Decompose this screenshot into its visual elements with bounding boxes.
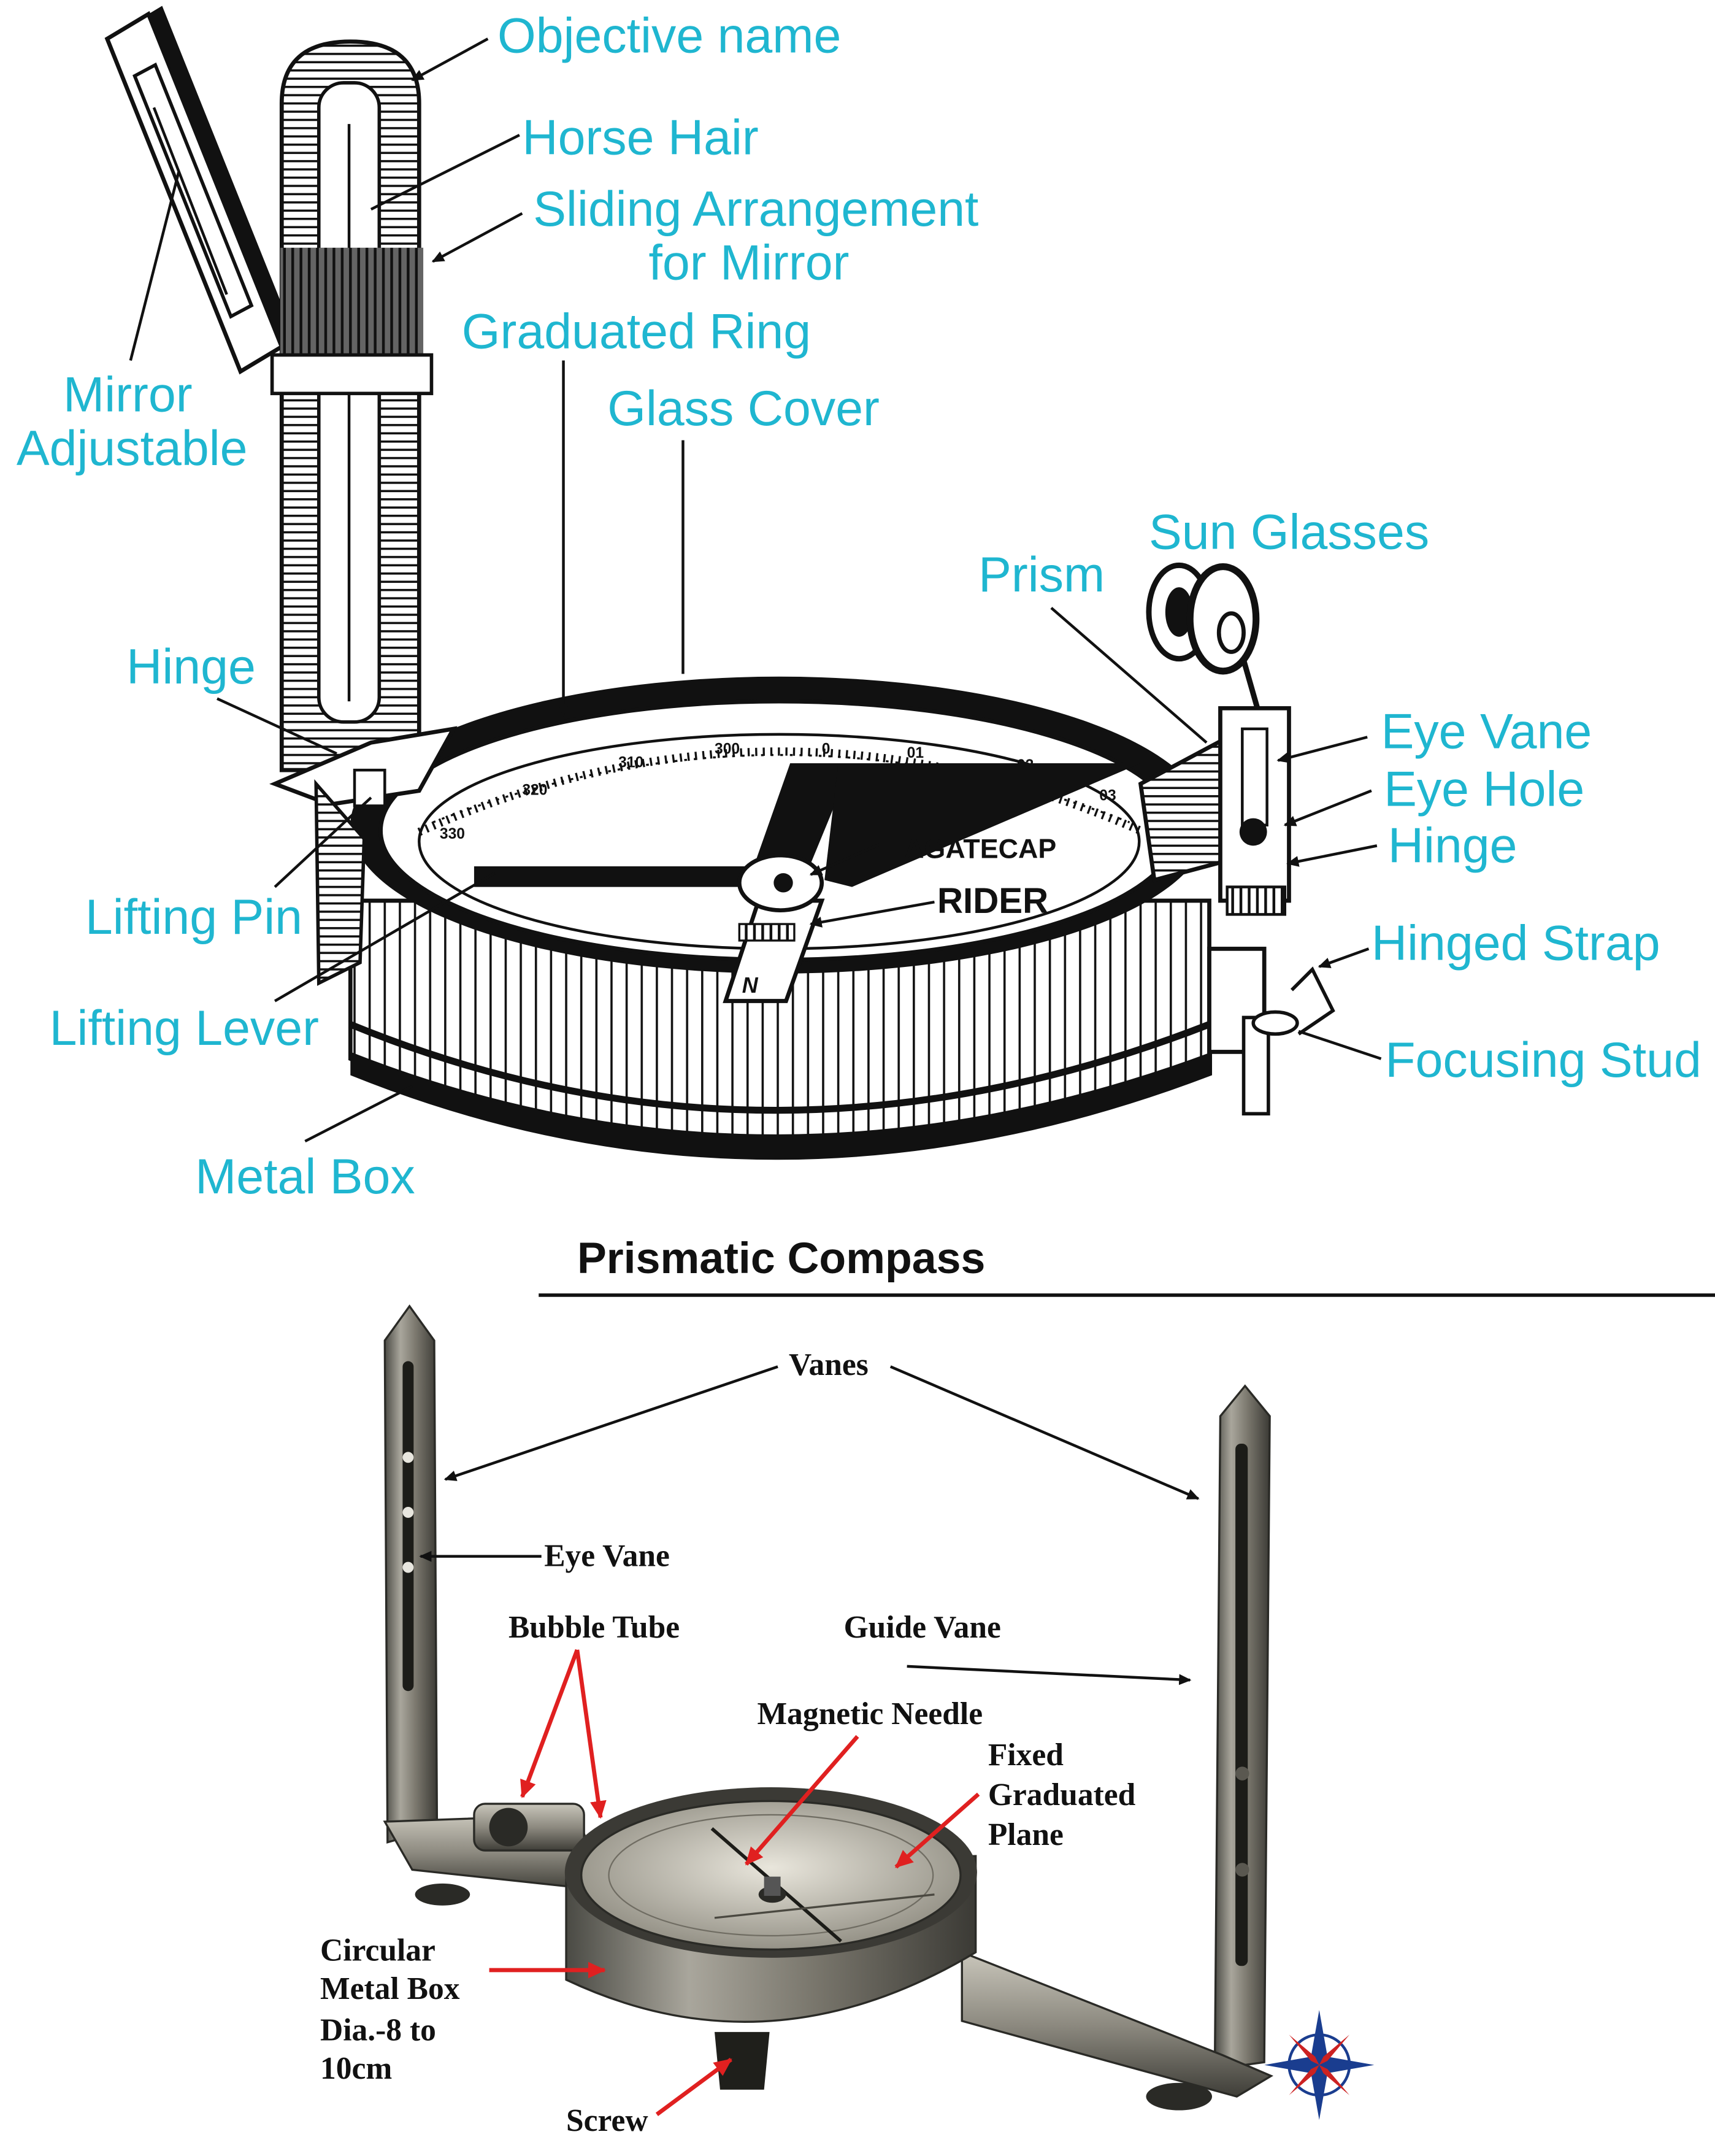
scale-mark: 320 (522, 782, 547, 798)
label-sliding-arrangement-line2: for Mirror (648, 235, 849, 290)
prism-eye-vane-assembly (1138, 706, 1335, 1116)
label-guide-vane: Guide Vane (844, 1610, 1001, 1645)
label-agatecap: AGATECAP (904, 834, 1056, 864)
ring-scale-marks: 0 01 02 03 300 310 320 330 (440, 741, 1116, 842)
label-circular-metal-box-line4: 10cm (320, 2051, 392, 2086)
label-glass-cover: Glass Cover (607, 381, 880, 436)
label-mirror-adjustable-line2: Adjustable (17, 421, 248, 476)
label-focusing-stud: Focusing Stud (1385, 1033, 1702, 1088)
label-sliding-arrangement-line1: Sliding Arrangement (533, 182, 978, 237)
label-mirror-adjustable-line1: Mirror (63, 367, 193, 422)
label-eye-vane: Eye Vane (544, 1538, 670, 1573)
label-vanes: Vanes (789, 1347, 869, 1382)
label-horse-hair: Horse Hair (522, 110, 758, 165)
top-leader-lines (129, 37, 1382, 1143)
prismatic-compass-diagram: 0 01 02 03 300 310 320 330 N (17, 6, 1702, 1283)
label-rider: RIDER (937, 881, 1048, 921)
label-hinge-right: Hinge (1388, 818, 1517, 873)
scale-mark: 330 (440, 826, 465, 842)
sun-glasses (1146, 562, 1260, 709)
label-prism: Prism (978, 547, 1105, 603)
scale-mark: 300 (715, 741, 740, 757)
compass-needle: N (474, 763, 1141, 1003)
bubble-tube (473, 1803, 585, 1852)
circular-metal-box (564, 1787, 977, 2090)
bottom-red-arrows (489, 1649, 980, 2116)
label-eye-vane: Eye Vane (1381, 704, 1592, 759)
bottom-labels: Vanes Eye Vane Bubble Tube Guide Vane Ma… (320, 1347, 1136, 2138)
surveyor-compass-photo: Vanes Eye Vane Bubble Tube Guide Vane Ma… (320, 1304, 1375, 2138)
label-fixed-graduated-plane-line3: Plane (988, 1817, 1064, 1852)
label-hinge-left: Hinge (126, 639, 256, 695)
scale-mark: 01 (907, 745, 924, 761)
label-lifting-pin: Lifting Pin (85, 890, 302, 945)
label-sun-glasses: Sun Glasses (1149, 504, 1429, 560)
bottom-black-arrows (419, 1365, 1200, 1685)
label-lifting-lever: Lifting Lever (50, 1001, 319, 1056)
label-circular-metal-box-line2: Metal Box (320, 1971, 460, 2006)
label-screw: Screw (566, 2103, 648, 2138)
label-circular-metal-box-line3: Dia.-8 to (320, 2012, 436, 2047)
scale-mark: 0 (822, 741, 831, 757)
diagram-caption: Prismatic Compass (577, 1234, 985, 1283)
left-hinge-assembly (269, 726, 458, 986)
scale-mark: 03 (1099, 787, 1116, 804)
label-fixed-graduated-plane-line1: Fixed (988, 1738, 1064, 1773)
top-labels: Objective name Horse Hair Sliding Arrang… (17, 9, 1702, 1205)
right-vane (1213, 1384, 1271, 2071)
compass-rose-icon (1264, 2009, 1375, 2120)
label-circular-metal-box-line1: Circular (320, 1933, 435, 1968)
objective-vane-column (270, 39, 434, 772)
label-fixed-graduated-plane-line2: Graduated (988, 1777, 1136, 1812)
label-objective-name: Objective name (497, 9, 841, 64)
needle-north-mark: N (742, 973, 759, 998)
left-vane (383, 1304, 439, 1844)
label-bubble-tube: Bubble Tube (508, 1610, 680, 1645)
label-magnetic-needle: Magnetic Needle (757, 1696, 983, 1731)
mirror-frame (104, 6, 296, 375)
scale-mark: 310 (618, 755, 643, 771)
label-hinged-strap: Hinged Strap (1372, 915, 1660, 971)
label-metal-box: Metal Box (195, 1149, 415, 1204)
label-eye-hole: Eye Hole (1384, 761, 1584, 817)
label-graduated-ring: Graduated Ring (462, 304, 811, 359)
